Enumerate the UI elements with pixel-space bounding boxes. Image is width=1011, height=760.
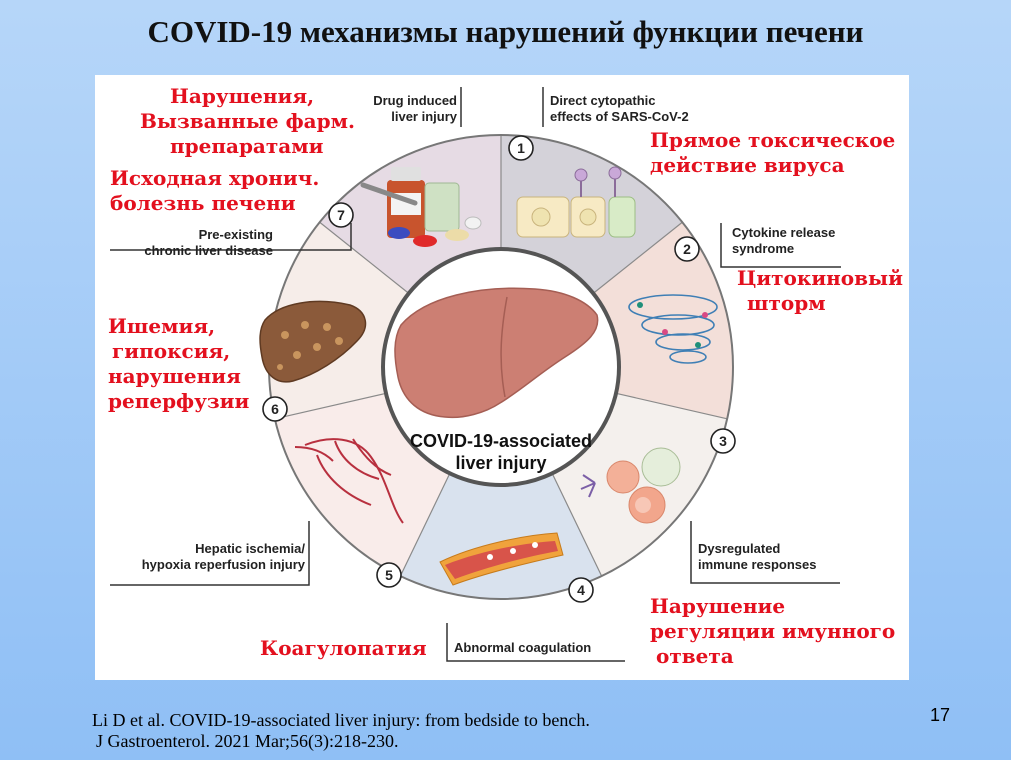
badge-number: 6 bbox=[271, 401, 279, 417]
label-line: Hepatic ischemia/ bbox=[195, 541, 305, 556]
annotation-ischemia-hypoxia: Ишемия, гипоксия, нарушения реперфузии bbox=[108, 314, 249, 414]
wheel-divider bbox=[592, 221, 683, 294]
annotation-line: действие вируса bbox=[650, 153, 845, 177]
medication-icon bbox=[360, 167, 482, 247]
diseased-liver-icon bbox=[259, 300, 367, 383]
annotation-line: препаратами bbox=[170, 134, 324, 158]
badge-1: 1 bbox=[508, 135, 534, 161]
annotation-drug-induced: Нарушения, Вызванные фарм. препаратами bbox=[140, 84, 355, 159]
badge-3: 3 bbox=[710, 428, 736, 454]
label-direct-cytopathic-effects: Direct cytopathic effects of SARS-CoV-2 bbox=[550, 93, 689, 125]
immune-cells-icon bbox=[580, 447, 681, 524]
label-hepatic-ischemia: Hepatic ischemia/ hypoxia reperfusion in… bbox=[113, 541, 305, 573]
cytokine-spiral-icon bbox=[628, 294, 718, 364]
annotation-line: нарушения bbox=[108, 364, 241, 388]
annotation-line: гипоксия, bbox=[112, 339, 231, 363]
badge-2: 2 bbox=[674, 236, 700, 262]
wheel-divider bbox=[551, 473, 603, 577]
label-dysregulated-immune-responses: Dysregulated immune responses bbox=[698, 541, 817, 573]
citation-line: J Gastroenterol. 2021 Mar;56(3):218-230. bbox=[96, 731, 399, 751]
wheel-divider bbox=[274, 392, 387, 420]
annotation-line: ответа bbox=[656, 644, 734, 668]
badge-number: 1 bbox=[517, 140, 525, 156]
badge-number: 3 bbox=[719, 433, 727, 449]
annotation-coagulopathy: Коагулопатия bbox=[260, 636, 427, 661]
label-line: chronic liver disease bbox=[144, 243, 273, 258]
label-line: immune responses bbox=[698, 557, 817, 572]
annotation-line: Ишемия, bbox=[108, 314, 216, 338]
wheel-segment-2 bbox=[593, 222, 733, 419]
badge-6: 6 bbox=[262, 396, 288, 422]
label-line: Abnormal coagulation bbox=[454, 640, 592, 655]
badge-7: 7 bbox=[328, 202, 354, 228]
citation-line: Li D et al. COVID-19-associated liver in… bbox=[92, 710, 590, 730]
label-line: Dysregulated bbox=[698, 541, 781, 556]
citation: Li D et al. COVID-19-associated liver in… bbox=[92, 710, 590, 752]
label-line: Drug induced bbox=[373, 93, 457, 108]
annotation-line: Нарушения, bbox=[170, 84, 315, 108]
annotation-direct-viral-toxicity: Прямое токсическое действие вируса bbox=[650, 128, 895, 178]
slide-title: COVID-19 механизмы нарушений функции печ… bbox=[147, 14, 864, 49]
badge-number: 2 bbox=[683, 241, 691, 257]
label-line: Cytokine release bbox=[732, 225, 836, 240]
label-line: Direct cytopathic bbox=[550, 93, 656, 108]
label-line: hypoxia reperfusion injury bbox=[141, 557, 305, 572]
annotation-immune-dysregulation: Нарушение регуляции имунного ответа bbox=[650, 594, 895, 669]
page-number: 17 bbox=[930, 705, 951, 725]
label-pre-existing-chronic-liver-disease: Pre-existing chronic liver disease bbox=[113, 227, 273, 259]
annotation-line: болезнь печени bbox=[110, 191, 296, 215]
annotation-line: Цитокиновый bbox=[737, 266, 903, 290]
badge-number: 5 bbox=[385, 567, 393, 583]
annotation-chronic-disease: Исходная хронич. болезнь печени bbox=[110, 166, 319, 216]
annotation-line: Нарушение bbox=[650, 594, 786, 618]
badge-5: 5 bbox=[376, 562, 402, 588]
badge-number: 4 bbox=[577, 582, 585, 598]
label-line: syndrome bbox=[732, 241, 795, 256]
label-abnormal-coagulation: Abnormal coagulation bbox=[454, 640, 591, 656]
wheel-divider bbox=[319, 221, 410, 294]
label-brackets bbox=[110, 87, 841, 662]
badge-number: 7 bbox=[337, 207, 345, 223]
infected-cells-icon bbox=[516, 166, 636, 238]
figure-panel: 1 2 3 4 5 6 7 Drug induced liver injury Direct… bbox=[95, 75, 909, 680]
wheel-divider bbox=[615, 392, 728, 420]
center-label: COVID-19-associated liver injury bbox=[396, 430, 606, 474]
annotation-line: регуляции имунного bbox=[650, 619, 896, 643]
annotation-line: Коагулопатия bbox=[260, 636, 427, 660]
liver-illustration bbox=[394, 287, 599, 419]
annotation-line: Вызванные фарм. bbox=[140, 109, 355, 133]
label-cytokine-release-syndrome: Cytokine release syndrome bbox=[732, 225, 835, 257]
center-label-line: liver injury bbox=[455, 453, 547, 473]
label-line: Pre-existing bbox=[198, 227, 273, 242]
label-drug-induced-liver-injury: Drug induced liver injury bbox=[357, 93, 457, 125]
annotation-line: Исходная хронич. bbox=[110, 166, 320, 190]
label-line: liver injury bbox=[391, 109, 457, 124]
mechanism-wheel: 1 2 3 4 5 6 7 bbox=[110, 87, 841, 662]
annotation-cytokine-storm: Цитокиновый шторм bbox=[737, 266, 903, 316]
label-line: effects of SARS-CoV-2 bbox=[550, 109, 689, 124]
wheel-divider bbox=[399, 473, 451, 577]
annotation-line: реперфузии bbox=[108, 389, 250, 413]
center-label-line: COVID-19-associated bbox=[409, 431, 593, 451]
annotation-line: Прямое токсическое bbox=[650, 128, 896, 152]
blood-vessel-icon bbox=[439, 532, 564, 586]
badge-4: 4 bbox=[568, 577, 594, 603]
annotation-line: шторм bbox=[747, 291, 826, 315]
vascular-network-icon bbox=[294, 438, 404, 524]
